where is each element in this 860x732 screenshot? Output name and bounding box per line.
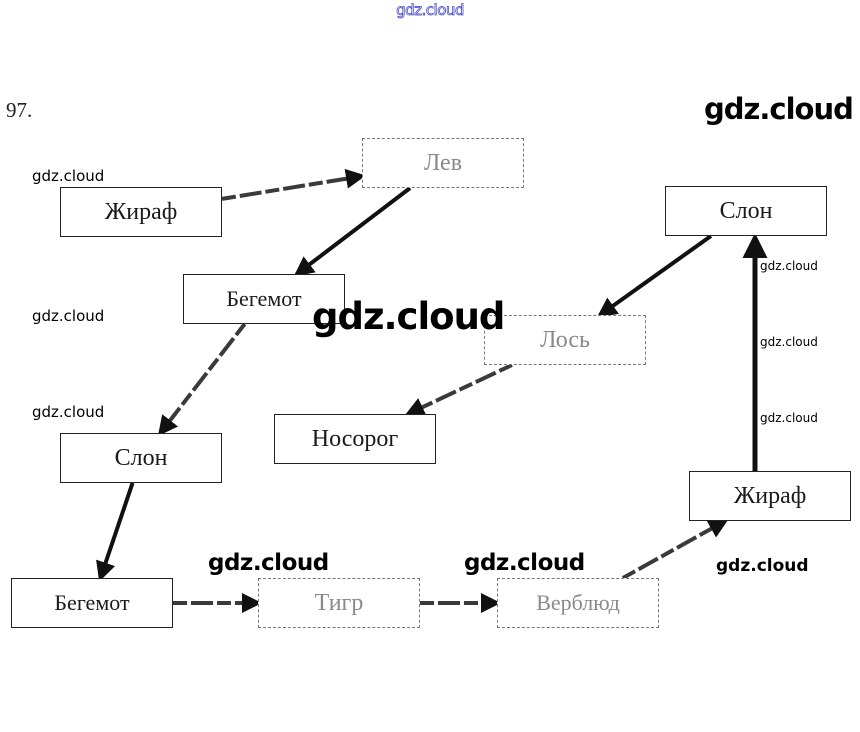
- edge-arrow-n9-n10: [596, 234, 713, 318]
- watermark: gdz.cloud: [32, 167, 105, 185]
- watermark: gdz.cloud: [32, 307, 105, 325]
- node-tiger: Тигр: [258, 578, 420, 628]
- node-label: Жираф: [733, 482, 807, 509]
- watermark: gdz.cloud: [760, 259, 818, 273]
- watermark: gdz.cloud: [760, 335, 818, 349]
- node-elephant-2: Слон: [665, 186, 827, 236]
- watermark: gdz.cloud: [716, 556, 809, 576]
- node-hippo-1: Бегемот: [183, 274, 345, 324]
- node-giraffe-1: Жираф: [60, 187, 222, 237]
- watermark: gdz.cloud: [208, 550, 329, 576]
- edge-arrow-n7-n8: [621, 519, 729, 580]
- exercise-number: 97.: [6, 98, 33, 122]
- node-hippo-2: Бегемот: [11, 578, 173, 628]
- edge-arrow-n1-n2: [221, 168, 366, 201]
- edge-arrow-n2-n3: [293, 186, 412, 277]
- watermark: gdz.cloud: [760, 411, 818, 425]
- watermark: gdz.cloud: [32, 403, 105, 421]
- watermark: gdz.cloud: [704, 92, 854, 126]
- node-camel: Верблюд: [497, 578, 659, 628]
- node-giraffe-2: Жираф: [689, 471, 851, 521]
- node-label: Носорог: [311, 425, 399, 452]
- edge-arrow-n10-n11: [404, 363, 513, 417]
- node-elephant-1: Слон: [60, 433, 222, 483]
- node-label: Лев: [423, 149, 463, 176]
- node-label: Бегемот: [54, 590, 130, 615]
- edge-arrow-n3-n4: [157, 322, 247, 437]
- node-label: Бегемот: [226, 286, 302, 311]
- watermark: gdz.cloud: [312, 295, 505, 338]
- node-moose: Лось: [484, 315, 646, 365]
- node-lion: Лев: [362, 138, 524, 188]
- node-label: Слон: [114, 444, 168, 471]
- edge-arrow-n4-n5: [96, 482, 135, 582]
- watermark: gdz.cloud: [464, 550, 585, 576]
- node-rhino: Носорог: [274, 414, 436, 464]
- node-label: Слон: [719, 197, 773, 224]
- node-label: Жираф: [104, 198, 178, 225]
- node-label: Верблюд: [536, 590, 620, 615]
- node-label: Лось: [540, 326, 590, 353]
- site-watermark: gdz.cloud: [396, 1, 465, 20]
- node-label: Тигр: [314, 589, 364, 616]
